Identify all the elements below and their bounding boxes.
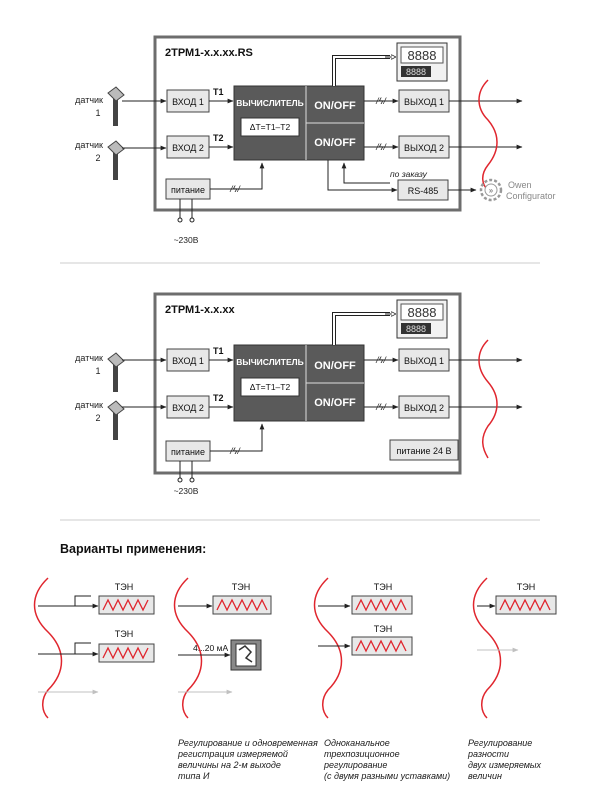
formula-label: ΔТ=Т1–Т2 [250, 122, 291, 132]
applications-heading: Варианты применения: [60, 542, 207, 556]
svg-text:/ϟ/: /ϟ/ [375, 96, 387, 106]
display-bottom-digits: 8888 [406, 67, 426, 77]
formula-box [240, 377, 300, 397]
t2-label: Т2 [213, 393, 224, 403]
output-2-label: ВЫХОД 2 [404, 403, 444, 413]
onoff-1-label: ON/OFF [314, 360, 356, 372]
configurator-name-2: Configurator [506, 191, 556, 201]
application-3: ТЭН ТЭН [313, 577, 413, 719]
svg-text:»: » [489, 186, 494, 195]
power-label: питание [171, 447, 205, 457]
rs485-label: RS-485 [408, 186, 439, 196]
svg-text:/ϟ/: /ϟ/ [375, 402, 387, 412]
display-bottom-digits: 8888 [406, 324, 426, 334]
output-1-label: ВЫХОД 1 [404, 97, 444, 107]
owen-configurator-icon: » [479, 178, 503, 202]
heater-label: ТЭН [115, 629, 133, 639]
power-24v-block [389, 439, 459, 461]
sensor-2-icon [107, 140, 125, 180]
sensor-1-icon [107, 86, 125, 126]
display-top-digits: 8888 [408, 305, 437, 320]
heater-label: ТЭН [374, 624, 392, 634]
scheme-2: 2ТРМ1-х.х.хх датчик 1 датчик 2 ВХОД 1 ВХ… [75, 292, 523, 496]
load-boundary [478, 339, 498, 459]
svg-text:/ϟ/: /ϟ/ [375, 355, 387, 365]
application-2: ТЭН 4...20 мА [173, 577, 272, 719]
sensor-1-number: 1 [95, 366, 100, 376]
application-1: ТЭН ТЭН [33, 577, 155, 719]
sensor-2-number: 2 [95, 153, 100, 163]
svg-text:/ϟ/: /ϟ/ [229, 184, 241, 194]
onoff-2-label: ON/OFF [314, 397, 356, 409]
sensor-2-number: 2 [95, 413, 100, 423]
sensor-2-icon [107, 400, 125, 440]
sensor-1-icon [107, 352, 125, 392]
power-24v-label: питание 24 В [397, 446, 452, 456]
caption-application-2: Регулирование и одновременная регистраци… [178, 738, 318, 781]
heater-label: ТЭН [115, 582, 133, 592]
formula-box [240, 117, 300, 137]
sensor-2-label: датчик [75, 140, 103, 150]
input-1-label: ВХОД 1 [172, 97, 204, 107]
device-title: 2ТРМ1-х.х.хх [165, 304, 235, 316]
input-2-label: ВХОД 2 [172, 403, 204, 413]
svg-text:/ϟ/: /ϟ/ [375, 142, 387, 152]
input-1-label: ВХОД 1 [172, 356, 204, 366]
calculator-label: ВЫЧИСЛИТЕЛЬ [236, 357, 303, 367]
formula-label: ΔТ=Т1–Т2 [250, 382, 291, 392]
sensor-1-label: датчик [75, 95, 103, 105]
sensor-2-label: датчик [75, 400, 103, 410]
mains-label: ~230В [174, 486, 199, 496]
load-boundary [478, 79, 498, 191]
onoff-1-label: ON/OFF [314, 100, 356, 112]
configurator-name-1: Owen [508, 180, 532, 190]
sensor-1-number: 1 [95, 108, 100, 118]
power-label: питание [171, 185, 205, 195]
calculator-label: ВЫЧИСЛИТЕЛЬ [236, 98, 303, 108]
caption-application-3: Одноканальное трехпозиционное регулирова… [324, 738, 451, 781]
display-top-digits: 8888 [408, 48, 437, 63]
t1-label: Т1 [213, 87, 224, 97]
sensor-1-label: датчик [75, 353, 103, 363]
caption-application-4: Регулирование разности двух измеряемых в… [468, 738, 542, 781]
mains-label: ~230В [174, 235, 199, 245]
t1-label: Т1 [213, 346, 224, 356]
t2-label: Т2 [213, 133, 224, 143]
input-2-label: ВХОД 2 [172, 143, 204, 153]
device-title: 2ТРМ1-х.х.хх.RS [165, 47, 253, 59]
output-1-label: ВЫХОД 1 [404, 356, 444, 366]
heater-label: ТЭН [232, 582, 250, 592]
svg-text:/ϟ/: /ϟ/ [229, 446, 241, 456]
order-label: по заказу [390, 169, 428, 179]
onoff-2-label: ON/OFF [314, 137, 356, 149]
output-2-label: ВЫХОД 2 [404, 143, 444, 153]
applications: ТЭН ТЭН ТЭН 4...20 мА [33, 577, 557, 719]
heater-label: ТЭН [374, 582, 392, 592]
scheme-1: 2ТРМ1-х.х.хх.RS датчик 1 датчик 2 ВХОД 1… [75, 35, 556, 245]
analog-output-label: 4...20 мА [193, 643, 228, 653]
application-4: ТЭН [472, 577, 557, 719]
heater-label: ТЭН [517, 582, 535, 592]
